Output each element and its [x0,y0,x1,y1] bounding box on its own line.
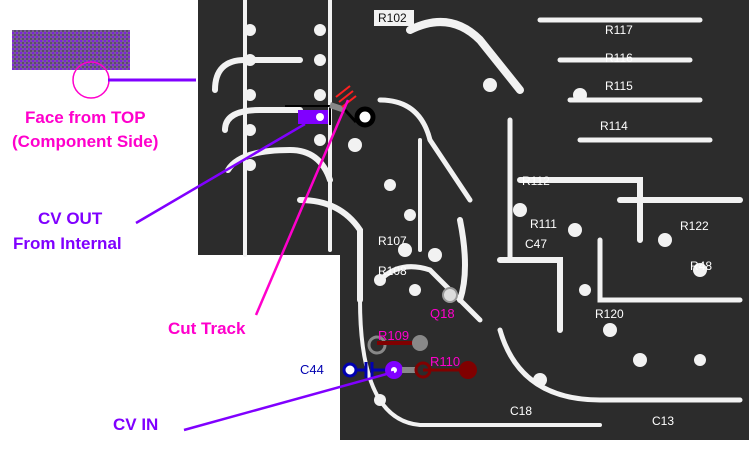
from-internal-label: From Internal [13,234,122,253]
cut-track-label: Cut Track [168,319,246,338]
pcb-label: C47 [525,237,547,251]
cv-out-pointer [135,122,306,225]
pcb-label: R108 [378,264,407,278]
pcb-label: R111 [530,217,557,231]
r110-label: R110 [430,354,460,369]
c44-pad [342,362,358,378]
cut-mark-icon [335,85,357,108]
pcb-label: R48 [690,259,712,273]
pcb-label: R102 [378,11,407,25]
pcb-label: R112 [522,174,550,188]
cv-in-pointer [183,370,395,432]
pcb-label: C18 [510,404,532,418]
cut-track-pointer [254,99,350,316]
pcb-label: R117 [605,23,633,37]
pcb-label: C13 [652,414,674,428]
face-from-top-label: Face from TOP [25,108,146,127]
pcb-label: R120 [595,307,624,321]
pcb-label: R122 [680,219,709,233]
component-side-label: (Component Side) [12,132,158,151]
pcb-pads [244,24,707,406]
pcb-label: R107 [378,234,407,248]
pcb-label: R116 [605,51,633,65]
pcb-label: R115 [605,79,633,93]
q18-label: Q18 [430,306,455,321]
pcb-label: R114 [600,119,628,133]
c44-label: C44 [300,362,324,377]
cut-track-pad [354,106,376,128]
pcb-traces [212,0,743,427]
cv-out-label: CV OUT [38,209,103,228]
pcb-silkscreen: R102 R117 R116 R115 R114 R112 R111 C47 R… [374,10,712,428]
cv-in-label: CV IN [113,415,158,434]
r109-label: R109 [378,328,409,343]
